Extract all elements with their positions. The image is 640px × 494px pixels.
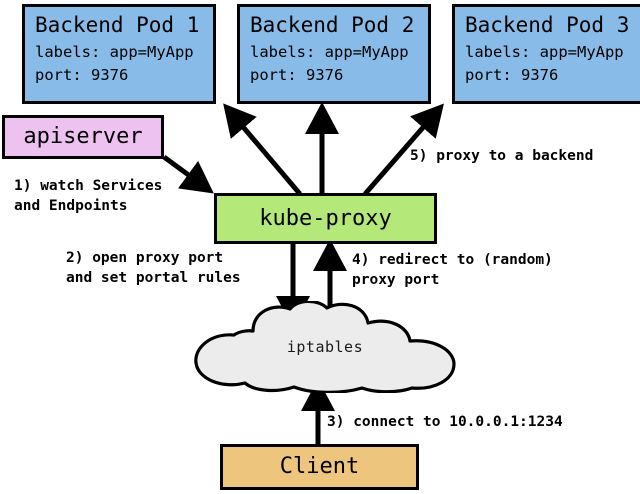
iptables-cloud: iptables	[190, 299, 460, 394]
apiserver-node[interactable]: apiserver	[2, 115, 164, 159]
iptables-label: iptables	[286, 338, 364, 356]
backend-pod-3[interactable]: Backend Pod 3 labels: app=MyApp port: 93…	[452, 4, 640, 104]
step-2-label: 2) open proxy port and set portal rules	[66, 250, 241, 286]
edge-kubeproxy-to-pod1	[223, 103, 302, 196]
backend-pod-3-labels: labels: app=MyApp	[465, 43, 624, 61]
step-1-label: 1) watch Services and Endpoints	[14, 178, 163, 214]
backend-pod-1[interactable]: Backend Pod 1 labels: app=MyApp port: 93…	[22, 4, 216, 104]
backend-pod-2-port: port: 9376	[250, 66, 344, 84]
kube-proxy-node[interactable]: kube-proxy	[214, 193, 437, 244]
step-3-label: 3) connect to 10.0.0.1:1234	[327, 414, 563, 430]
backend-pod-3-port: port: 9376	[465, 66, 559, 84]
edge-apiserver-to-kubeproxy	[162, 154, 214, 194]
step-4-label: 4) redirect to (random) proxy port	[352, 252, 553, 288]
apiserver-label: apiserver	[23, 124, 143, 149]
client-node[interactable]: Client	[220, 444, 419, 490]
kube-proxy-label: kube-proxy	[259, 205, 392, 231]
backend-pod-1-labels: labels: app=MyApp	[35, 43, 194, 61]
backend-pod-2[interactable]: Backend Pod 2 labels: app=MyApp port: 93…	[237, 4, 431, 104]
backend-pod-2-title: Backend Pod 2	[250, 13, 415, 37]
backend-pod-2-labels: labels: app=MyApp	[250, 43, 409, 61]
backend-pod-3-title: Backend Pod 3	[465, 13, 630, 37]
step-5-label: 5) proxy to a backend	[410, 148, 594, 164]
backend-pod-1-title: Backend Pod 1	[35, 13, 200, 37]
client-label: Client	[279, 454, 360, 479]
backend-pod-1-port: port: 9376	[35, 66, 129, 84]
cloud-shape	[194, 299, 456, 394]
